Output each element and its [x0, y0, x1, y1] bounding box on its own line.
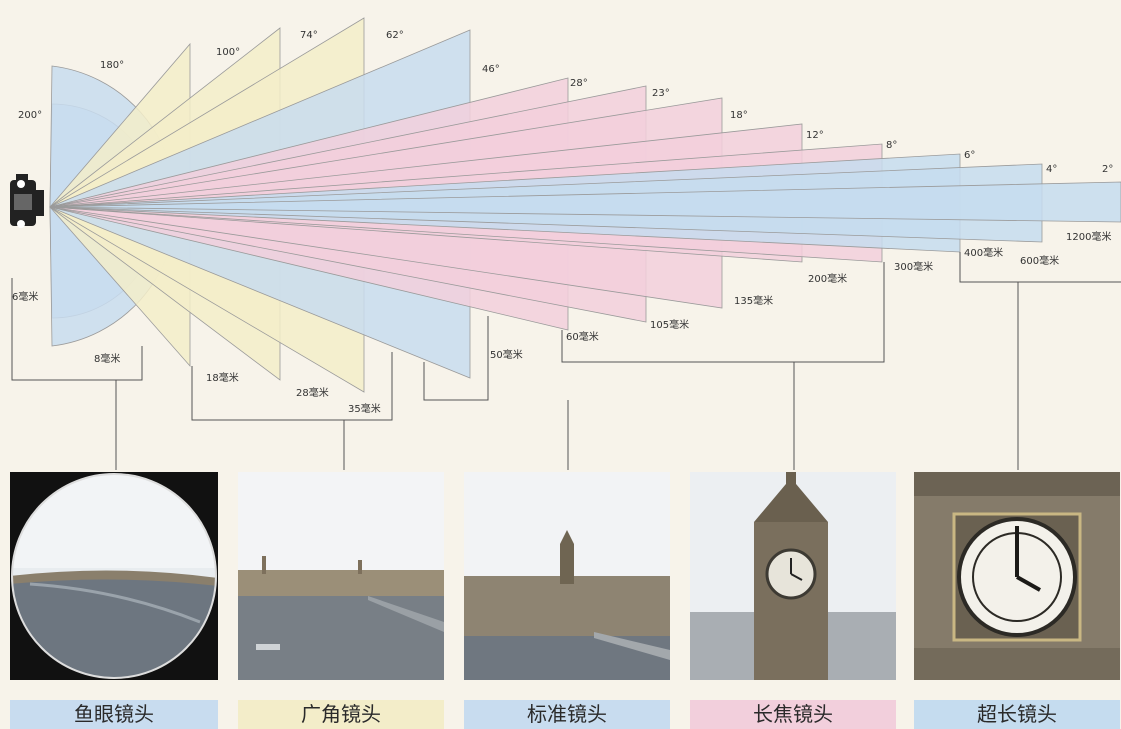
angle-label-13: 2°	[1102, 164, 1113, 175]
bracket-fisheye	[11, 278, 143, 470]
lens-wedge-13	[49, 181, 1121, 223]
category-label-super: 超长镜头	[914, 700, 1120, 729]
angle-label-5: 46°	[482, 64, 500, 75]
angle-label-4: 62°	[386, 30, 404, 41]
category-label-standard: 标准镜头	[464, 700, 670, 729]
focal-label-12: 600毫米	[1020, 254, 1059, 267]
focal-label-13: 1200毫米	[1066, 230, 1111, 243]
angle-label-6: 28°	[570, 78, 588, 89]
angle-label-1: 180°	[100, 60, 124, 71]
angle-label-12: 4°	[1046, 164, 1057, 175]
focal-label-8: 135毫米	[734, 294, 773, 307]
focal-label-11: 400毫米	[964, 246, 1003, 259]
focal-label-9: 200毫米	[808, 272, 847, 285]
angle-label-7: 23°	[652, 88, 670, 99]
category-label-fisheye: 鱼眼镜头	[10, 700, 218, 729]
focal-label-6: 60毫米	[566, 330, 599, 343]
angle-label-9: 12°	[806, 130, 824, 141]
camera-icon	[10, 174, 44, 228]
focal-label-2: 18毫米	[206, 371, 239, 384]
standard-photo	[464, 472, 670, 680]
lens-labels: 200° 6毫米 180° 8毫米 100° 18毫米 74° 28毫米 62° 35毫米 46° 5…	[12, 30, 1113, 415]
focal-label-10: 300毫米	[894, 260, 933, 273]
focal-label-5: 50毫米	[490, 348, 523, 361]
angle-label-10: 8°	[886, 140, 897, 151]
focal-label-0: 6毫米	[12, 290, 38, 303]
super-telephoto-photo	[914, 472, 1120, 680]
angle-label-2: 100°	[216, 47, 240, 58]
focal-label-1: 8毫米	[94, 352, 120, 365]
category-brackets	[11, 252, 1121, 470]
wide-angle-photo	[238, 472, 444, 680]
bracket-wide	[191, 352, 393, 470]
angle-label-11: 6°	[964, 150, 975, 161]
angle-label-8: 18°	[730, 110, 748, 121]
angle-label-0: 200°	[18, 110, 42, 121]
bracket-standard	[423, 316, 569, 470]
bracket-tele	[561, 262, 885, 470]
fisheye-photo	[10, 472, 218, 680]
telephoto-photo	[690, 472, 896, 680]
focal-label-4: 35毫米	[348, 402, 381, 415]
focal-label-3: 28毫米	[296, 386, 329, 399]
focal-label-7: 105毫米	[650, 318, 689, 331]
angle-label-3: 74°	[300, 30, 318, 41]
lens-wedges	[48, 17, 1121, 393]
category-label-wide: 广角镜头	[238, 700, 444, 729]
category-label-tele: 长焦镜头	[690, 700, 896, 729]
bracket-super	[959, 252, 1121, 470]
